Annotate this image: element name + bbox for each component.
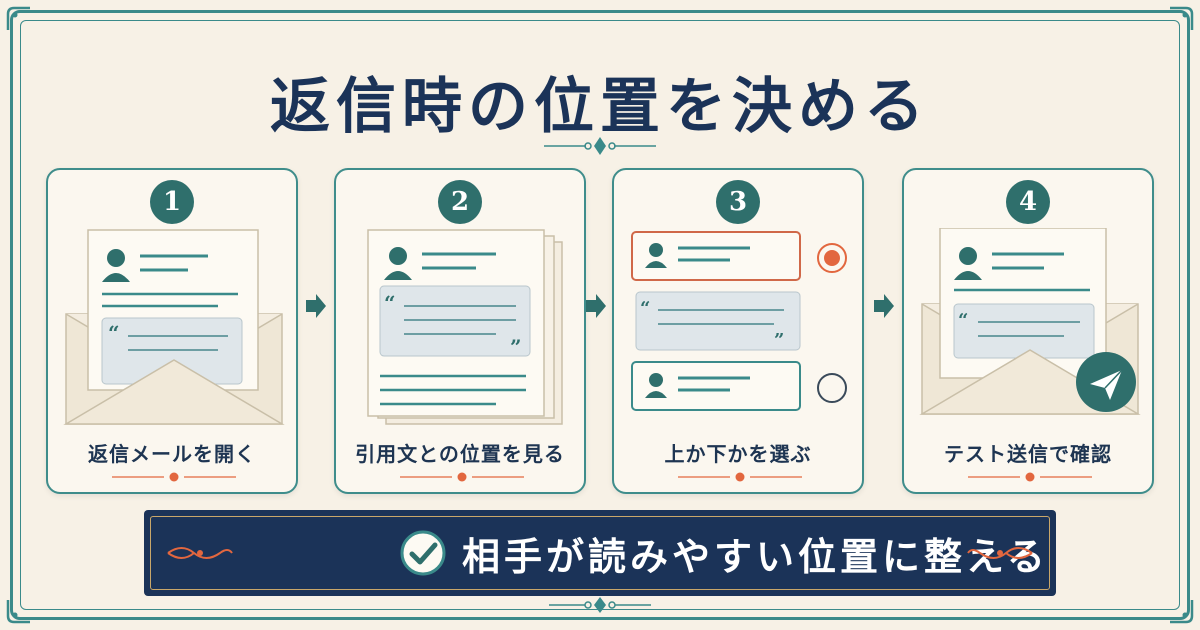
corner-ornament bbox=[1168, 6, 1194, 32]
svg-text:“: “ bbox=[108, 321, 120, 345]
user-icon bbox=[954, 247, 982, 280]
corner-ornament bbox=[6, 598, 32, 624]
card-ornament bbox=[112, 472, 236, 482]
card-ornament bbox=[678, 472, 802, 482]
card-ornament bbox=[400, 472, 524, 482]
step-number-badge: 4 bbox=[1006, 180, 1050, 224]
svg-text:“: “ bbox=[640, 298, 650, 319]
envelope-icon: “ bbox=[919, 228, 1141, 415]
banner-text: 相手が読みやすい位置に整える bbox=[462, 534, 1049, 579]
step-label: 返信メールを開く bbox=[88, 442, 256, 466]
banner-ornament-right bbox=[967, 547, 1033, 559]
title-ornament bbox=[544, 137, 656, 155]
step-card-1: 1 “ 返信メールを開く bbox=[46, 168, 298, 494]
step-label: 上か下かを選ぶ bbox=[664, 442, 812, 466]
user-icon bbox=[102, 249, 130, 282]
page-title: 返信時の位置を決める bbox=[270, 72, 930, 142]
document-stack-icon: “ ” bbox=[367, 229, 563, 425]
step-card-4: 4 “ テスト送信で確認 bbox=[902, 168, 1154, 494]
step-number-badge: 3 bbox=[716, 180, 760, 224]
bottom-ornament bbox=[549, 597, 651, 613]
svg-text:”: ” bbox=[774, 330, 784, 351]
banner-ornament-left bbox=[167, 547, 233, 559]
user-icon bbox=[645, 373, 667, 398]
position-choice-icon: “ ” bbox=[631, 231, 847, 411]
radio-selected-icon bbox=[817, 243, 847, 273]
step-label: 引用文との位置を見る bbox=[355, 442, 565, 466]
arrow-right-icon bbox=[872, 292, 896, 320]
user-icon bbox=[645, 243, 667, 268]
step-number-badge: 1 bbox=[150, 180, 194, 224]
card-ornament bbox=[968, 472, 1092, 482]
check-icon bbox=[400, 530, 446, 576]
step-label: テスト送信で確認 bbox=[944, 442, 1112, 466]
radio-empty-icon bbox=[817, 373, 847, 403]
svg-text:“: “ bbox=[958, 310, 968, 331]
banner-border bbox=[150, 516, 1050, 590]
step-card-3: 3 “ ” 上か下かを選ぶ bbox=[612, 168, 864, 494]
corner-ornament bbox=[1168, 598, 1194, 624]
step-card-2: 2 “ ” 引用文との位置を見る bbox=[334, 168, 586, 494]
envelope-icon: “ bbox=[63, 229, 285, 425]
svg-text:“: “ bbox=[384, 291, 396, 315]
arrow-right-icon bbox=[304, 292, 328, 320]
svg-text:”: ” bbox=[510, 335, 522, 359]
step-number-badge: 2 bbox=[438, 180, 482, 224]
outer-frame bbox=[10, 10, 1190, 620]
send-icon bbox=[1076, 352, 1136, 412]
arrow-right-icon bbox=[584, 292, 608, 320]
summary-banner: 相手が読みやすい位置に整える bbox=[144, 510, 1056, 596]
user-icon bbox=[384, 247, 412, 280]
corner-ornament bbox=[6, 6, 32, 32]
